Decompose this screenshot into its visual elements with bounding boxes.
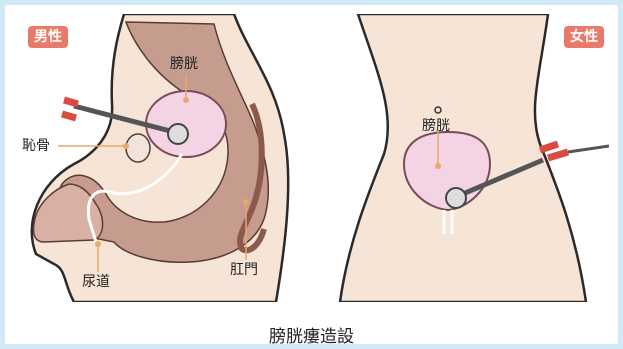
pointer-dot-anus bbox=[243, 199, 249, 205]
female-anatomy-illustration bbox=[318, 14, 609, 302]
label-urethra: 尿道 bbox=[82, 274, 110, 290]
pointer-dot-pubic-bone bbox=[123, 143, 129, 149]
female-catheter-balloon bbox=[446, 188, 466, 208]
catheter-balloon bbox=[168, 124, 188, 144]
male-panel: 男性 膀胱 恥骨 尿道 肛門 bbox=[14, 14, 304, 302]
female-catheter-port-red bbox=[540, 144, 558, 150]
male-label-bladder: 膀胱 bbox=[170, 56, 198, 72]
female-catheter-line bbox=[568, 146, 609, 152]
female-panel: 女性 膀胱 bbox=[318, 14, 609, 302]
male-badge: 男性 bbox=[28, 26, 68, 48]
figure-caption: 膀胱瘻造設 bbox=[0, 322, 623, 347]
pointer-dot-urethra bbox=[95, 241, 101, 247]
label-pubic-bone: 恥骨 bbox=[22, 138, 50, 154]
label-anus: 肛門 bbox=[230, 262, 258, 278]
female-catheter-port-red-2 bbox=[548, 152, 568, 158]
catheter-port-red bbox=[64, 100, 78, 104]
catheter-port-red-2 bbox=[62, 114, 76, 118]
pointer-dot-bladder bbox=[183, 97, 189, 103]
female-label-bladder: 膀胱 bbox=[422, 118, 450, 134]
female-badge: 女性 bbox=[564, 26, 604, 48]
female-pointer-dot-bladder bbox=[435, 163, 441, 169]
pubic-bone-shape bbox=[126, 134, 150, 162]
male-anatomy-illustration bbox=[14, 14, 304, 302]
